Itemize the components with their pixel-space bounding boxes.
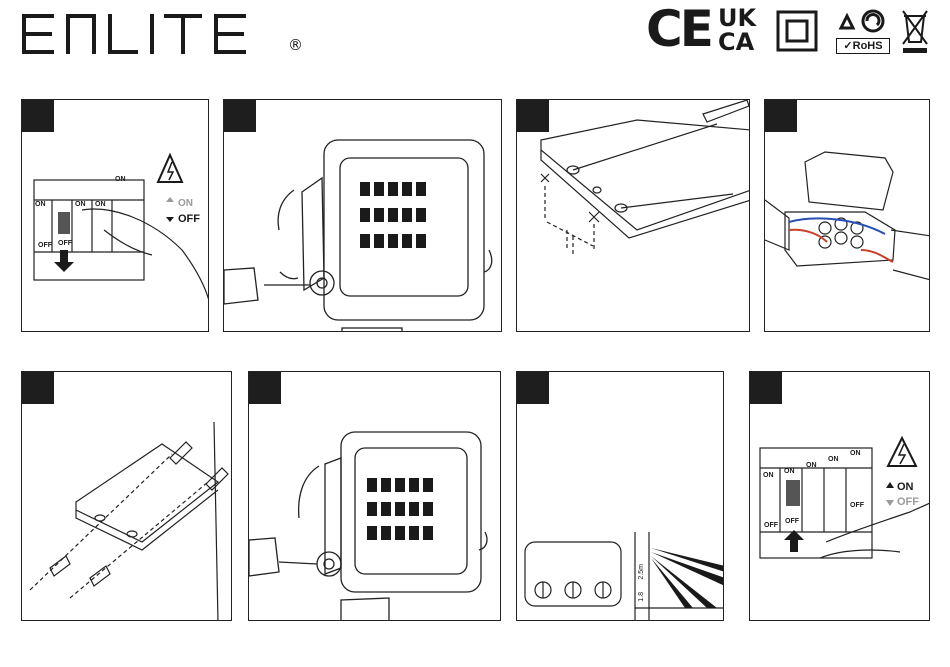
ukca-mark: UK CA: [718, 6, 766, 56]
ce-mark: CE: [646, 4, 711, 54]
step-6-panel: [248, 371, 501, 621]
class-ii-icon: [776, 10, 818, 52]
rohs-badge: ✓RoHS: [836, 38, 890, 54]
step-1-off-label: OFF: [178, 213, 200, 225]
step-8-switch-on-3: ON: [806, 462, 817, 469]
step-1-switch-off-2: OFF: [58, 240, 72, 247]
step-1-switch-on-1: ON: [35, 201, 46, 208]
enlite-logo: [20, 8, 310, 58]
step-1-switch-off-1: OFF: [38, 242, 52, 249]
step-8-switch-on-2: ON: [784, 468, 795, 475]
weee-bin-icon: [900, 8, 930, 54]
step-4-illustration: [765, 100, 930, 332]
step-7-panel: 2.5m 1.8: [516, 371, 724, 621]
ukca-top: UK: [718, 6, 766, 30]
step-1-panel: ON ON ON ON OFF OFF ON OFF: [21, 99, 209, 332]
step-4-panel: [764, 99, 930, 332]
step-6-illustration: [249, 372, 501, 621]
step-8-switch-off-3: OFF: [850, 502, 864, 509]
ukca-bottom: CA: [718, 30, 766, 54]
step-1-switch-on-2: ON: [75, 201, 86, 208]
registered-mark: ®: [288, 36, 303, 54]
step-2-panel: [223, 99, 502, 332]
step-1-on-label: ON: [178, 198, 193, 209]
recycle-icon: [833, 6, 889, 36]
step-8-switch-off-2: OFF: [785, 518, 799, 525]
step-7-illustration: [517, 372, 724, 621]
step-8-switch-on-5: ON: [850, 450, 861, 457]
step-8-off-label: OFF: [897, 496, 919, 508]
step-5-panel: [21, 371, 232, 621]
step-7-height-bottom: 1.8: [638, 592, 645, 602]
step-3-panel: [516, 99, 750, 332]
step-8-switch-off-1: OFF: [764, 522, 778, 529]
step-8-switch-on-4: ON: [828, 456, 839, 463]
step-8-switch-on-1: ON: [763, 472, 774, 479]
step-1-switch-on-4: ON: [115, 176, 126, 183]
step-8-panel: ON ON ON ON ON OFF OFF OFF ON OFF: [749, 371, 930, 621]
step-2-illustration: [224, 100, 502, 332]
step-1-switch-on-3: ON: [95, 201, 106, 208]
step-7-height-top: 2.5m: [638, 564, 645, 580]
step-8-on-label: ON: [897, 481, 914, 493]
step-3-illustration: [517, 100, 750, 332]
rohs-label: RoHS: [853, 40, 883, 52]
step-5-illustration: [22, 372, 232, 621]
